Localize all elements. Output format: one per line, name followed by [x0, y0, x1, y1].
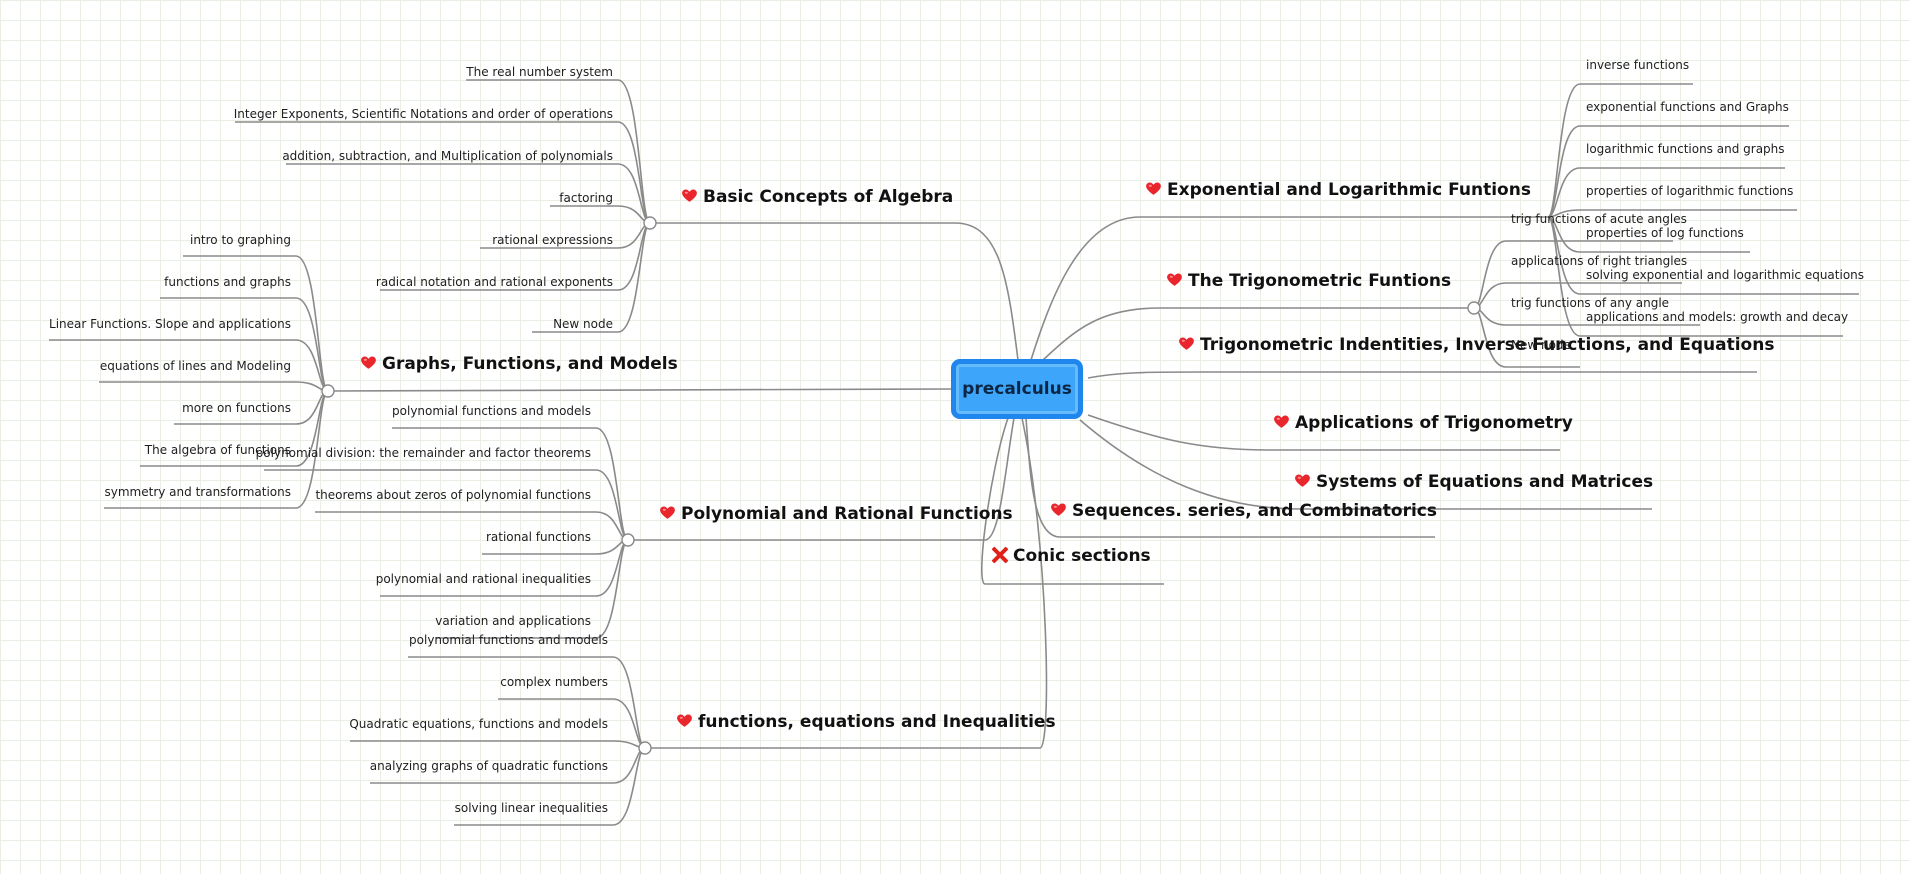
subtopic-node[interactable]: trig functions of acute angles [1511, 212, 1687, 226]
branch-title-label: Graphs, Functions, and Models [382, 354, 678, 374]
subtopic-node[interactable]: symmetry and transformations [104, 485, 291, 499]
subtopic-node[interactable]: Integer Exponents, Scientific Notations … [233, 107, 613, 121]
heart-icon [1273, 413, 1290, 430]
heart-icon [681, 187, 698, 204]
heart-icon [1166, 271, 1183, 288]
branch-sequences-series-and-combinatorics[interactable]: Sequences. series, and Combinatorics [1050, 500, 1437, 522]
subtopic-node[interactable]: analyzing graphs of quadratic functions [369, 759, 608, 773]
branch-title-label: Polynomial and Rational Functions [681, 504, 1013, 524]
subtopic-node[interactable]: variation and applications [435, 614, 591, 628]
subtopic-node[interactable]: theorems about zeros of polynomial funct… [315, 488, 591, 502]
subtopic-node[interactable]: New node [1511, 338, 1571, 352]
subtopic-node[interactable]: logarithmic functions and graphs [1586, 142, 1785, 156]
heart-icon [676, 712, 693, 729]
branch-the-trigonometric-funtions[interactable]: The Trigonometric Funtions [1166, 270, 1451, 292]
subtopic-node[interactable]: polynomial and rational inequalities [375, 572, 591, 586]
subtopic-node[interactable]: factoring [559, 191, 613, 205]
subtopic-node[interactable]: more on functions [182, 401, 291, 415]
branch-title-label: Trigonometric Indentities, Inverse Funct… [1200, 335, 1775, 355]
branch-applications-of-trigonometry[interactable]: Applications of Trigonometry [1273, 412, 1573, 434]
branch-title-label: functions, equations and Inequalities [698, 712, 1056, 732]
subtopic-node[interactable]: trig functions of any angle [1511, 296, 1670, 310]
branch-functions-equations-and-inequalities[interactable]: functions, equations and Inequalities [676, 711, 1056, 733]
subtopic-node[interactable]: complex numbers [500, 675, 608, 689]
subtopic-node[interactable]: functions and graphs [164, 275, 291, 289]
heart-icon [659, 504, 676, 521]
subtopic-node[interactable]: The real number system [466, 65, 613, 79]
subtopic-node[interactable]: addition, subtraction, and Multiplicatio… [282, 149, 613, 163]
central-topic[interactable]: precalculus [951, 359, 1083, 419]
subtopic-node[interactable]: rational expressions [492, 233, 613, 247]
subtopic-node[interactable]: polynomial functions and models [409, 633, 608, 647]
branch-exponential-and-logarithmic-funtions[interactable]: Exponential and Logarithmic Funtions [1145, 179, 1531, 201]
subtopic-node[interactable]: applications of right triangles [1511, 254, 1688, 268]
branch-conic-sections[interactable]: Conic sections [991, 545, 1151, 567]
subtopic-node[interactable]: properties of log functions [1586, 226, 1744, 240]
subtopic-node[interactable]: radical notation and rational exponents [375, 275, 613, 289]
subtopic-node[interactable]: intro to graphing [189, 233, 291, 247]
heart-icon [1145, 180, 1162, 197]
central-topic-label: precalculus [962, 379, 1072, 399]
branch-title-label: Sequences. series, and Combinatorics [1072, 501, 1437, 521]
subtopic-node[interactable]: Quadratic equations, functions and model… [349, 717, 608, 731]
subtopic-node[interactable]: exponential functions and Graphs [1586, 100, 1789, 114]
subtopic-node[interactable]: solving exponential and logarithmic equa… [1586, 268, 1865, 282]
branch-title-label: The Trigonometric Funtions [1188, 271, 1452, 291]
subtopic-node[interactable]: solving linear inequalities [454, 801, 608, 815]
heart-icon [1294, 472, 1311, 489]
subtopic-node[interactable]: polynomial functions and models [392, 404, 591, 418]
branch-title-label: Basic Concepts of Algebra [703, 187, 954, 207]
subtopic-node[interactable]: New node [553, 317, 613, 331]
heart-icon [360, 354, 377, 371]
subtopic-node[interactable]: Linear Functions. Slope and applications [49, 317, 291, 331]
branch-title-label: Conic sections [1013, 546, 1151, 566]
branch-graphs-functions-and-models[interactable]: Graphs, Functions, and Models [360, 353, 678, 375]
branch-systems-of-equations-and-matrices[interactable]: Systems of Equations and Matrices [1294, 471, 1653, 493]
branch-polynomial-and-rational-functions[interactable]: Polynomial and Rational Functions [659, 503, 1013, 525]
subtopic-node[interactable]: applications and models: growth and deca… [1586, 310, 1849, 324]
branch-basic-concepts-of-algebra[interactable]: Basic Concepts of Algebra [681, 186, 953, 208]
branch-title-label: Exponential and Logarithmic Funtions [1167, 180, 1531, 200]
branch-trigonometric-indentities[interactable]: Trigonometric Indentities, Inverse Funct… [1178, 334, 1774, 356]
subtopic-node[interactable]: The algebra of functions [144, 443, 291, 457]
heart-icon [1050, 501, 1067, 518]
subtopic-node[interactable]: rational functions [485, 530, 591, 544]
heart-icon [1178, 335, 1195, 352]
subtopic-node[interactable]: inverse functions [1586, 58, 1690, 72]
subtopic-node[interactable]: polynomial division: the remainder and f… [255, 446, 591, 460]
branch-title-label: Applications of Trigonometry [1295, 413, 1573, 433]
subtopic-node[interactable]: equations of lines and Modeling [99, 359, 291, 373]
subtopic-node[interactable]: properties of logarithmic functions [1586, 184, 1794, 198]
cross-icon [991, 546, 1008, 563]
branch-title-label: Systems of Equations and Matrices [1316, 472, 1654, 492]
